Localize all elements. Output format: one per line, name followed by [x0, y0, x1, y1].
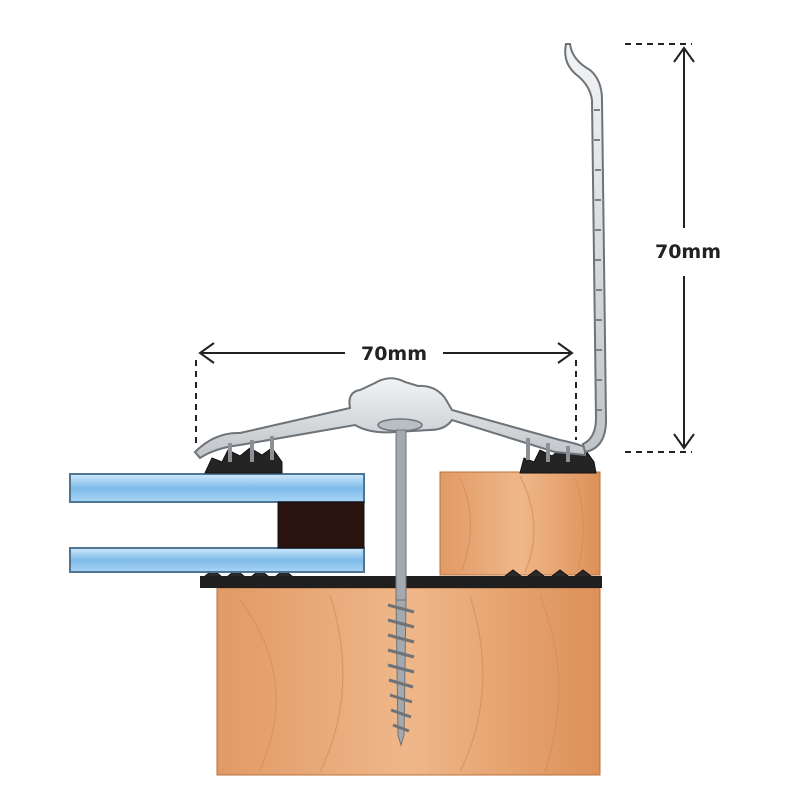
width-dimension-label: 70mm — [361, 343, 427, 365]
lower-timber-rafter — [216, 587, 601, 776]
width-dimension — [195, 342, 577, 448]
height-dimension-label: 70mm — [655, 241, 721, 263]
glass-pane-bottom — [69, 547, 365, 573]
aluminium-upstand-trim — [564, 43, 608, 454]
upper-timber-block — [439, 471, 601, 576]
aluminium-capping-profile — [193, 377, 586, 462]
height-dimension — [625, 43, 695, 453]
glazing-spacer-bar — [277, 501, 365, 549]
fixing-screw — [377, 418, 423, 747]
glazing-unit — [69, 473, 365, 573]
glass-pane-top — [69, 473, 365, 503]
